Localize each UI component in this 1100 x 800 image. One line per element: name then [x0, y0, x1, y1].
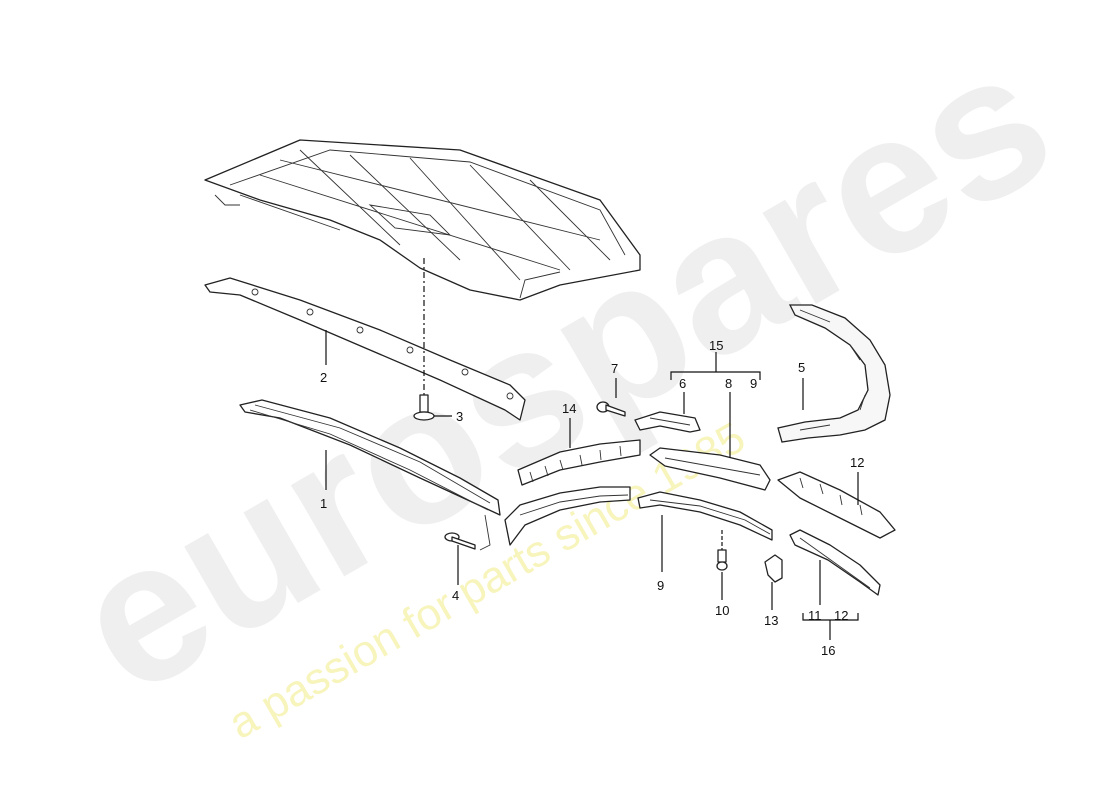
part-12-trim [777, 471, 896, 539]
watermark: eurospares a passion for parts since 198… [40, 5, 1085, 749]
callout-5: 5 [798, 360, 805, 375]
part-10-screw [716, 530, 728, 571]
watermark-brand: eurospares [40, 5, 1085, 737]
part-14-outline [517, 439, 641, 486]
part-14 [517, 439, 641, 486]
callout-12-upper: 12 [850, 455, 864, 470]
part-2-rail [204, 277, 526, 421]
leader-lines [325, 330, 859, 640]
callout-12-lower: 12 [834, 608, 848, 623]
callout-15: 15 [709, 338, 723, 353]
part-7-screw [596, 401, 626, 417]
callout-3: 3 [456, 409, 463, 424]
callout-9: 9 [657, 578, 664, 593]
callouts: 2 1 3 4 7 14 15 6 8 9 5 12 9 10 13 11 12… [320, 338, 864, 658]
part-9-strip [637, 491, 773, 541]
part-1-strip [239, 399, 501, 551]
callout-13: 13 [764, 613, 778, 628]
roof-frame-outline [204, 139, 641, 301]
roof-frame [204, 139, 641, 301]
part-13-clip [764, 554, 783, 583]
part-11-trim [789, 529, 881, 596]
callout-7: 7 [611, 361, 618, 376]
callout-11: 11 [808, 608, 822, 623]
part-4-screw [444, 532, 476, 550]
callout-14: 14 [562, 401, 576, 416]
callout-4: 4 [452, 588, 459, 603]
part-8-strip [649, 447, 771, 491]
callout-16: 16 [821, 643, 835, 658]
part-6-bracket [634, 411, 701, 433]
callout-2: 2 [320, 370, 327, 385]
callout-1: 1 [320, 496, 327, 511]
callout-6: 6 [679, 376, 686, 391]
front-lower-strip [504, 486, 631, 546]
callout-10: 10 [715, 603, 729, 618]
callout-8: 8 [725, 376, 732, 391]
part-2-outline [204, 277, 526, 421]
part-5-seal [777, 304, 891, 443]
part-1-outline [239, 399, 501, 516]
callout-9-header: 9 [750, 376, 757, 391]
